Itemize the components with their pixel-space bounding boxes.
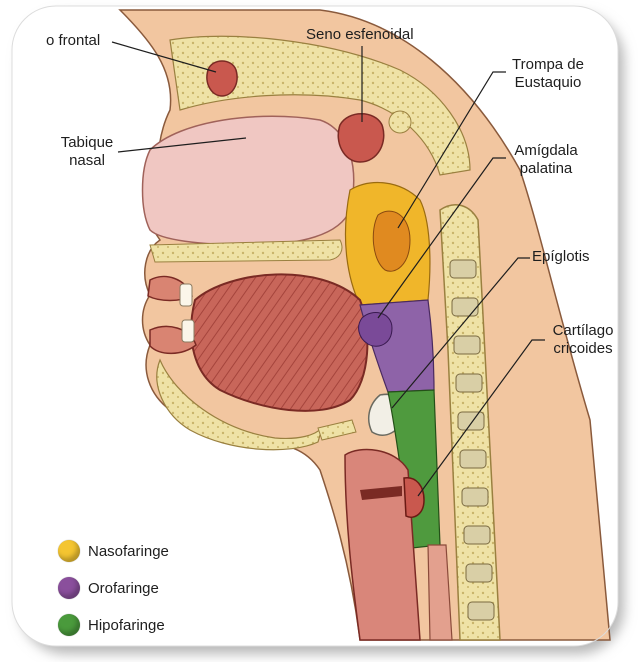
legend-swatch-oropharynx [58,577,80,599]
lower-incisor [182,320,194,342]
vertebra [452,298,478,316]
label-eustachian-line2: Eustaquio [504,74,592,92]
label-eustachian-line1: Trompa de [504,56,592,74]
eustachian-opening [373,211,410,271]
label-tonsil-line2: palatina [504,160,588,178]
sella-bone [389,111,411,133]
palatine-tonsil [359,313,392,347]
vertebra [468,602,494,620]
label-cricoid-line1: Cartílago [544,322,622,340]
legend-label-oropharynx: Orofaringe [88,580,159,597]
legend-label-nasopharynx: Nasofaringe [88,543,169,560]
frontal-sinus [207,61,237,96]
vertebra [462,488,488,506]
label-nasal-septum-line2: nasal [52,152,122,170]
label-cricoid-cartilage: Cartílago cricoides [544,322,622,358]
vertebra [450,260,476,278]
upper-incisor [180,284,192,306]
vertebra [464,526,490,544]
sphenoid-sinus [338,114,384,162]
label-frontal-sinus: o frontal [46,32,100,50]
label-nasal-septum-line1: Tabique [52,134,122,152]
nasal-septum [143,116,354,245]
label-sphenoid-sinus: Seno esfenoidal [306,26,414,44]
label-palatine-tonsil: Amígdala palatina [504,142,588,178]
vertebra [460,450,486,468]
legend-swatch-nasopharynx [58,540,80,562]
legend-item-nasopharynx: Nasofaringe [58,538,169,564]
vertebra [458,412,484,430]
legend-label-hypopharynx: Hipofaringe [88,617,165,634]
legend-item-hypopharynx: Hipofaringe [58,612,165,638]
vertebra [454,336,480,354]
legend-item-oropharynx: Orofaringe [58,575,159,601]
label-tonsil-line1: Amígdala [504,142,588,160]
label-eustachian-tube: Trompa de Eustaquio [504,56,592,92]
label-epiglottis: Epíglotis [532,248,590,266]
vertebra [456,374,482,392]
legend-swatch-hypopharynx [58,614,80,636]
label-nasal-septum: Tabique nasal [52,134,122,170]
label-cricoid-line2: cricoides [544,340,622,358]
vertebra [466,564,492,582]
